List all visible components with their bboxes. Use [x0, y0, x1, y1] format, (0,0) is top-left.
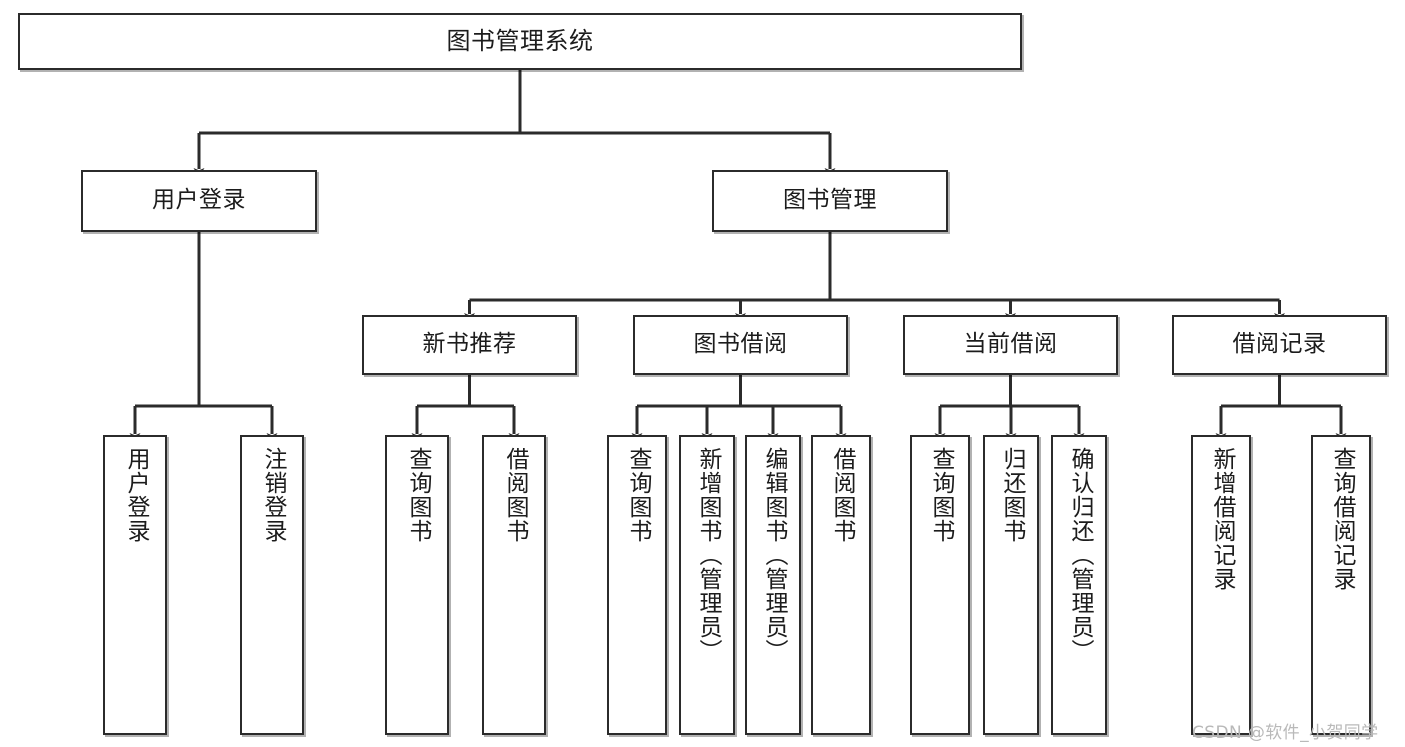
node-l2-2[interactable]: 当前借阅	[903, 315, 1118, 375]
node-label: 查询图书	[927, 447, 954, 543]
node-label: 新增借阅记录	[1208, 447, 1235, 591]
node-leaf-rec-1[interactable]: 查询借阅记录	[1311, 435, 1371, 735]
node-label: 查询图书	[624, 447, 651, 543]
node-label: 编辑图书（管理员）	[760, 447, 787, 663]
node-label: 查询图书	[404, 447, 431, 543]
node-l2-0[interactable]: 新书推荐	[362, 315, 577, 375]
node-label: 借阅图书	[501, 447, 528, 543]
node-label: 查询借阅记录	[1328, 447, 1355, 591]
node-leaf-cur-1[interactable]: 归还图书	[983, 435, 1039, 735]
node-leaf-borrow-3[interactable]: 借阅图书	[811, 435, 871, 735]
node-label: 新增图书（管理员）	[694, 447, 721, 663]
node-l1-1[interactable]: 图书管理	[712, 170, 948, 232]
node-leaf-login-0[interactable]: 用户登录	[103, 435, 167, 735]
node-label: 图书管理系统	[446, 27, 594, 56]
node-label: 当前借阅	[963, 331, 1058, 358]
node-label: 归还图书	[998, 447, 1025, 543]
node-label: 用户登录	[122, 447, 149, 543]
node-l2-3[interactable]: 借阅记录	[1172, 315, 1387, 375]
node-leaf-cur-0[interactable]: 查询图书	[910, 435, 970, 735]
node-label: 借阅记录	[1232, 331, 1327, 358]
node-label: 图书借阅	[693, 331, 788, 358]
node-l1-0[interactable]: 用户登录	[81, 170, 317, 232]
node-leaf-borrow-1[interactable]: 新增图书（管理员）	[679, 435, 735, 735]
node-label: 图书管理	[783, 187, 877, 214]
node-label: 确认归还（管理员）	[1066, 447, 1093, 663]
node-root[interactable]: 图书管理系统	[18, 13, 1022, 70]
watermark: CSDN @软件_小贺同学	[1192, 723, 1379, 743]
node-leaf-login-1[interactable]: 注销登录	[240, 435, 304, 735]
node-label: 新书推荐	[422, 331, 517, 358]
node-leaf-new-1[interactable]: 借阅图书	[482, 435, 546, 735]
node-l2-1[interactable]: 图书借阅	[633, 315, 848, 375]
node-label: 借阅图书	[828, 447, 855, 543]
node-leaf-borrow-2[interactable]: 编辑图书（管理员）	[745, 435, 801, 735]
node-leaf-cur-2[interactable]: 确认归还（管理员）	[1051, 435, 1107, 735]
node-label: 用户登录	[152, 187, 246, 214]
node-leaf-borrow-0[interactable]: 查询图书	[607, 435, 667, 735]
node-leaf-rec-0[interactable]: 新增借阅记录	[1191, 435, 1251, 735]
node-leaf-new-0[interactable]: 查询图书	[385, 435, 449, 735]
node-label: 注销登录	[259, 447, 286, 543]
